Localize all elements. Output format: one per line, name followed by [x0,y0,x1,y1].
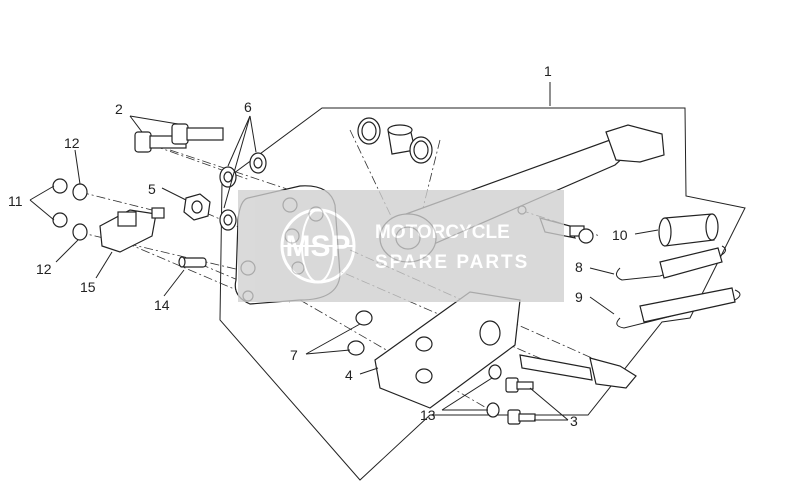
callout-9: 9 [575,289,583,305]
watermark: MSP MOTORCYCLE SPARE PARTS [238,190,564,302]
watermark-line-2: SPARE PARTS [375,252,529,273]
callout-13: 13 [420,407,436,423]
leader-lines [29,82,659,421]
plate-part-4 [374,291,521,409]
callout-15: 15 [80,279,96,295]
assembly-outline [219,107,746,481]
callout-12a: 12 [64,135,80,151]
screws-part-3 [505,377,536,425]
callout-1: 1 [544,63,552,79]
callout-14: 14 [154,297,170,313]
washers-part-13 [486,364,502,418]
springs-part-8-9 [616,245,741,329]
washers-part-6 [219,152,267,231]
callout-6: 6 [244,99,252,115]
callout-8: 8 [575,259,583,275]
callout-5: 5 [148,181,156,197]
callout-7: 7 [290,347,298,363]
callout-numbers: 1 2 3 4 5 6 7 8 9 10 11 12 12 13 14 15 [8,63,628,429]
callout-12b: 12 [36,261,52,277]
nut-part-5 [183,193,211,221]
sleeve-part-10 [658,213,719,247]
bolts-part-2 [134,123,224,153]
long-bolt [519,354,637,389]
pin-part-14 [178,256,207,268]
watermark-logo-text: MSP [285,230,350,263]
watermark-line-1: MOTORCYCLE [375,222,510,243]
callout-2: 2 [115,101,123,117]
nuts-washers-part-11-12 [52,178,88,241]
switch-part-15 [99,207,165,253]
nuts-part-7 [347,310,373,356]
callout-11: 11 [8,193,23,209]
callout-10: 10 [612,227,628,243]
bushing-and-rings [357,117,433,164]
callout-3: 3 [570,413,578,429]
callout-4: 4 [345,367,353,383]
